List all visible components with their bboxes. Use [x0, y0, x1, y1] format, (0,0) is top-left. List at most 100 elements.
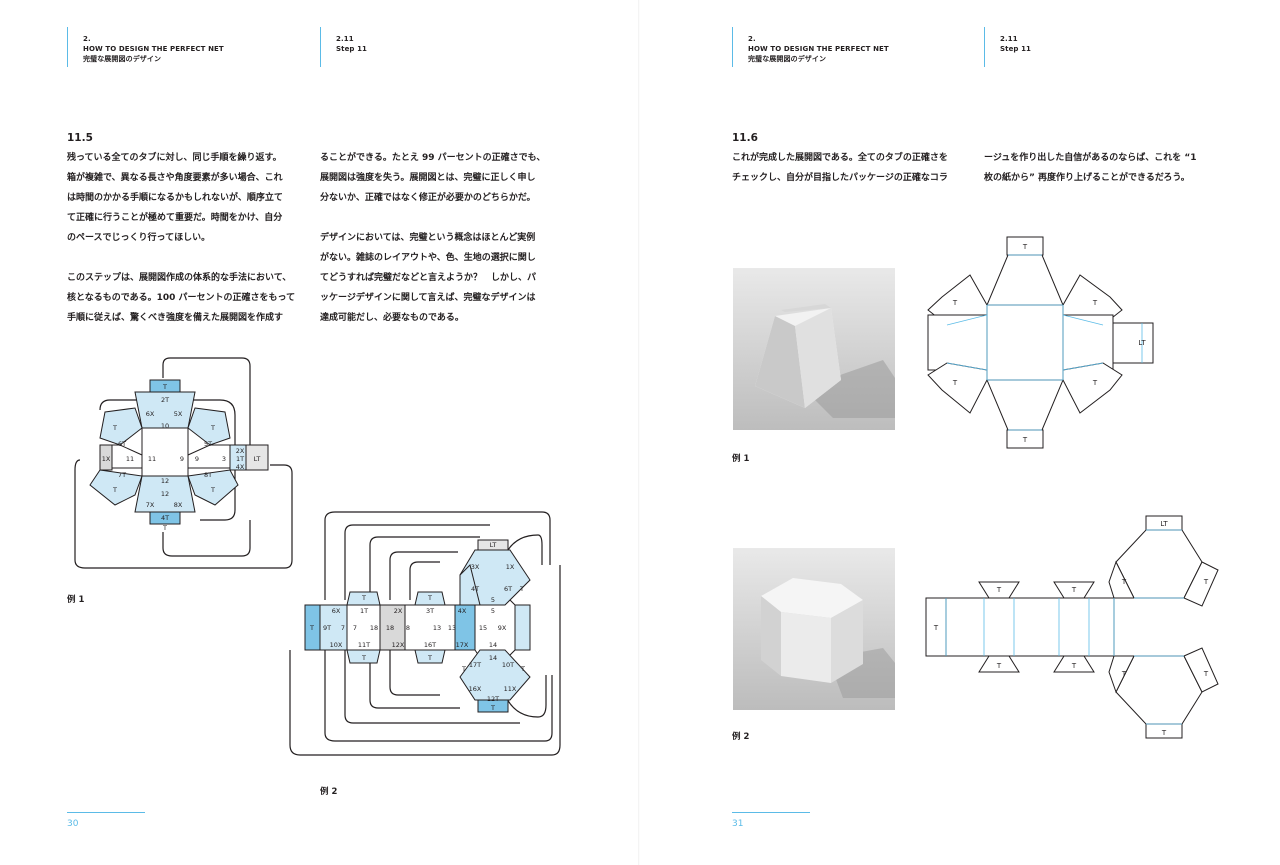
tab-label: 12X [392, 641, 405, 649]
photo-hexagonal-box [733, 548, 895, 710]
tab-label: T [162, 383, 167, 391]
face-label: 11 [148, 455, 156, 463]
tab-label: 1X [506, 563, 515, 571]
tab-label: 10X [330, 641, 343, 649]
face-label: 5 [491, 596, 495, 604]
text-line: のペースでじっくり行ってほしい。 [67, 233, 211, 243]
tab-label: T [1071, 662, 1077, 670]
tab-label: 9X [498, 624, 507, 632]
text-column-1: これが完成した展開図である。全てのタブの正確さを チェックし、自分が目指したパッ… [732, 148, 948, 188]
header-rule [984, 27, 985, 67]
chapter-title: HOW TO DESIGN THE PERFECT NET [748, 45, 889, 53]
tab-label: T [996, 586, 1002, 594]
tab-label: T [490, 704, 495, 712]
tab-label: 2X [236, 447, 245, 455]
tab-label: T [309, 624, 314, 632]
tab-label: T [427, 594, 432, 602]
section-number: 2.11 [1000, 35, 1018, 43]
face-label: 15 [479, 624, 487, 632]
page-number: 31 [732, 819, 744, 829]
tab-label: T [1022, 243, 1028, 251]
tab-label: T [112, 486, 117, 494]
chapter-title: HOW TO DESIGN THE PERFECT NET [83, 45, 224, 53]
tab-label: 12T [487, 695, 499, 703]
tab-label: T [112, 424, 117, 432]
face-label: 18 [386, 624, 394, 632]
chapter-number: 2. [83, 35, 91, 43]
tab-label: LT [1138, 339, 1146, 347]
text-line: 核となるものである。100 パーセントの正確さをもって [67, 293, 296, 303]
section-header: 2.11 Step 11 [336, 34, 367, 54]
tab-label: T [933, 624, 939, 632]
photo-trapezoid-box [733, 268, 895, 430]
text-line: がない。雑誌のレイアウトや、色、生地の選択に関し [320, 253, 536, 263]
text-line: 枚の紙から” 再度作り上げることができるだろう。 [984, 173, 1190, 183]
face-label: 7 [353, 624, 357, 632]
tab-label: 5X [174, 410, 183, 418]
tab-label: 7X [146, 501, 155, 509]
text-column-1: 残っている全てのタブに対し、同じ手順を繰り返す。 箱が複雑で、異なる長さや角度要… [67, 148, 295, 328]
section-heading: 11.6 [732, 132, 758, 144]
text-column-2: ージュを作り出した自信があるのならば、これを “1 枚の紙から” 再度作り上げる… [984, 148, 1197, 188]
tab-label: T [1092, 299, 1098, 307]
tab-label: T [361, 594, 366, 602]
tab-label: T [1161, 729, 1167, 737]
tab-label: T [952, 299, 958, 307]
tab-label: 4T [161, 514, 169, 522]
left-page: 2. HOW TO DESIGN THE PERFECT NET 完璧な展開図の… [67, 27, 561, 829]
section-heading: 11.5 [67, 132, 93, 144]
tab-label: 6T [504, 585, 512, 593]
tab-label: LT [254, 455, 261, 463]
text-line: ッケージデザインに関して言えば、完璧なデザインは [320, 293, 536, 303]
text-line: は時間のかかる手順になるかもしれないが、順序立て [67, 193, 283, 203]
tab-label: 2T [161, 396, 169, 404]
right-page: 2. HOW TO DESIGN THE PERFECT NET 完璧な展開図の… [640, 0, 1280, 865]
face-label: 5 [491, 607, 495, 615]
tab-label: 16X [469, 685, 482, 693]
tab-label: 5T [204, 440, 212, 448]
tab-label: 17X [456, 641, 469, 649]
face-label: 12 [161, 490, 169, 498]
tab-label: 17T [469, 661, 481, 669]
tab-label: T [520, 665, 525, 673]
tab-label: 8T [204, 471, 212, 479]
chapter-number: 2. [748, 35, 756, 43]
text-line: ージュを作り出した自信があるのならば、これを “1 [984, 153, 1197, 163]
text-line: チェックし、自分が目指したパッケージの正確なコラ [732, 173, 948, 183]
figure-caption: 例 1 [67, 595, 85, 605]
tab-label: 4X [458, 607, 467, 615]
tab-label: 9T [323, 624, 331, 632]
face-label: 12 [161, 477, 169, 485]
chapter-header: 2. HOW TO DESIGN THE PERFECT NET 完璧な展開図の… [83, 34, 224, 64]
tab-label: 4T [471, 585, 479, 593]
text-line: 箱が複雑で、異なる長さや角度要素が多い場合、これ [67, 173, 283, 183]
face-label: 9 [195, 455, 199, 463]
tab-label: 1T [236, 455, 244, 463]
page-number: 30 [67, 819, 79, 829]
tab-label: T [361, 654, 366, 662]
figure-caption: 例 2 [320, 787, 338, 797]
text-line: 達成可能だし、必要なものである。 [320, 313, 464, 323]
header-rule [732, 27, 733, 67]
tab-label: 7T [118, 471, 126, 479]
tab-label: 3T [426, 607, 434, 615]
figure-caption: 例 1 [732, 454, 750, 464]
chapter-title-jp: 完璧な展開図のデザイン [83, 55, 162, 63]
folio-rule [67, 812, 145, 813]
tab-label: T [162, 524, 167, 532]
tab-label: T [210, 424, 215, 432]
tab-label: 6X [146, 410, 155, 418]
tab-label: LT [1160, 520, 1168, 528]
face-label: 13 [433, 624, 441, 632]
tab-label: T [1092, 379, 1098, 387]
net-diagram-example-2: T T T T T LT T T T T T [925, 515, 1219, 739]
face-label: 9 [180, 455, 184, 463]
face-label: 8 [406, 624, 410, 632]
tab-label: T [1121, 578, 1127, 586]
face-label: 10 [161, 422, 169, 430]
net-diagram-example-1: T T T LT T T T [927, 236, 1154, 449]
text-column-2: ることができる。たとえ 99 パーセントの正確さでも、 展開図は強度を失う。展開… [320, 148, 545, 328]
face-label: 18 [370, 624, 378, 632]
tab-label: 4X [236, 463, 245, 471]
header-rule [320, 27, 321, 67]
